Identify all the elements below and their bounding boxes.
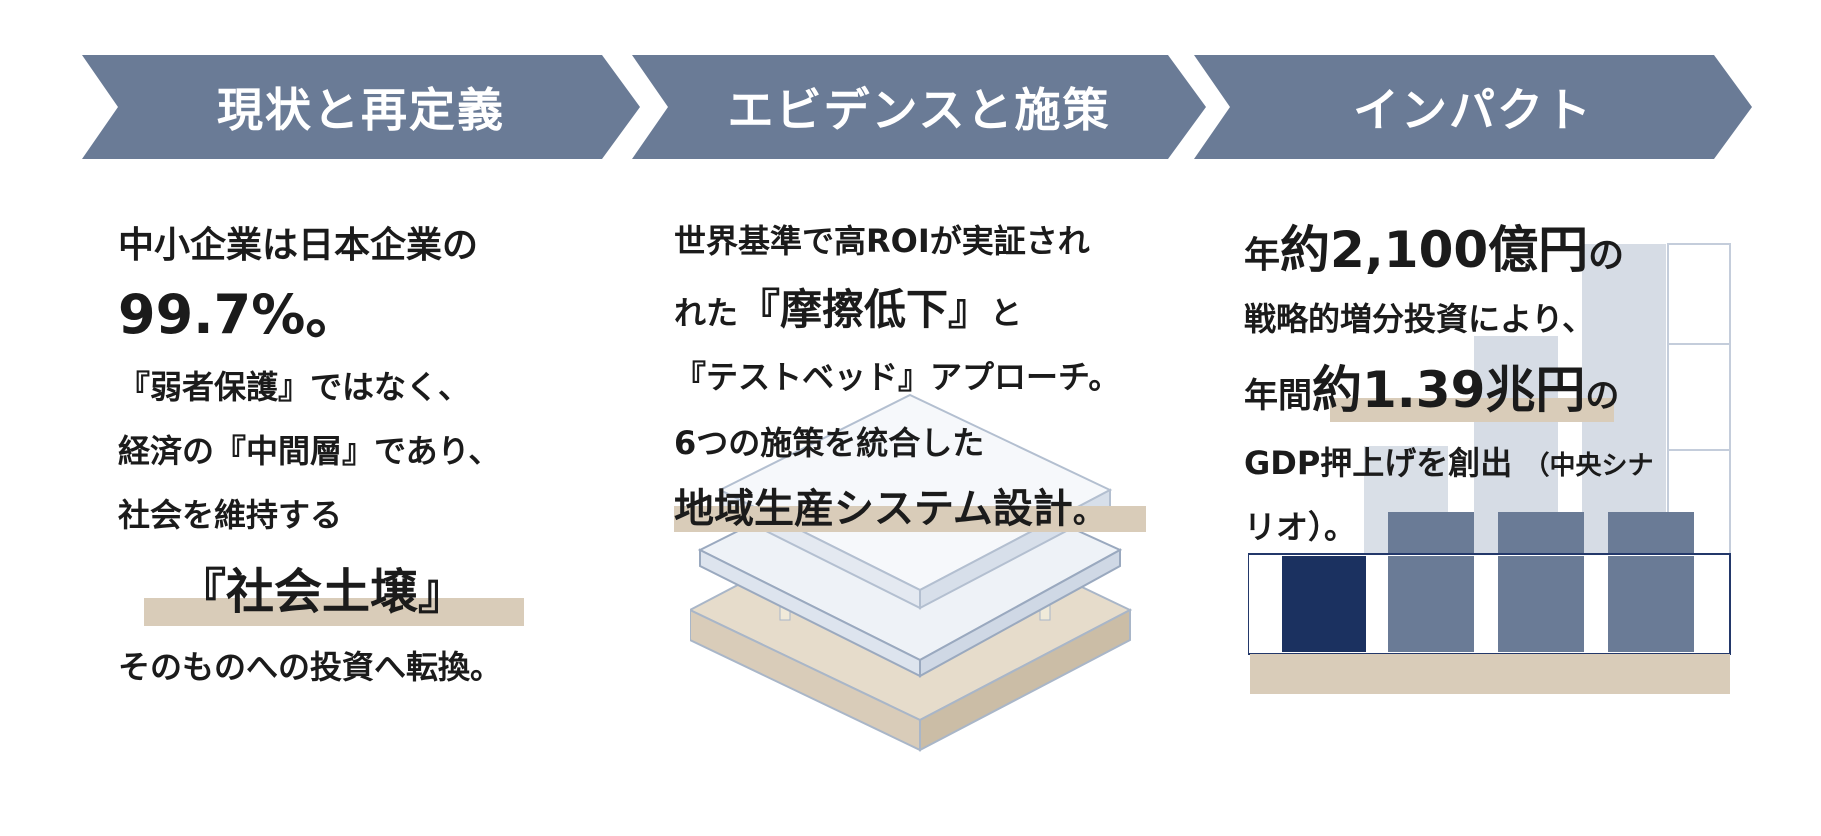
stat-investment: 約2,100億円 [1280, 221, 1589, 279]
highlight-bar [1330, 398, 1614, 422]
text-line: 中小企業は日本企業の [118, 225, 479, 266]
step-header-2: エビデンスと施策 [632, 55, 1206, 159]
text-line: 世界基準で高ROIが実証され [674, 222, 1090, 260]
text-line: 年間約1.39兆円の [1244, 361, 1620, 419]
step-label: 現状と再定義 [217, 83, 505, 137]
highlight-bar [674, 506, 1146, 532]
keyword-friction-reduction: 『摩擦低下』 [738, 285, 991, 334]
keyword-social-soil: 『社会土壌』 [178, 564, 467, 620]
step-header-1: 現状と再定義 [82, 55, 640, 159]
text-line: 経済の『中間層』であり、 [118, 432, 501, 470]
text-line: 『弱者保護』ではなく、 [118, 368, 471, 406]
highlight-bar [144, 598, 524, 626]
text-line: 『テストベッド』アプローチ。 [674, 358, 1121, 396]
stat-gdp: 約1.39兆円 [1312, 361, 1586, 419]
column-impact: 年約2,100億円の 戦略的増分投資により、 年間約1.39兆円の GDP押上げ… [1244, 210, 1764, 550]
text-line: 年約2,100億円の [1244, 221, 1625, 279]
keyword-regional-system: 地域生産システム設計。 [674, 486, 1105, 532]
chevron-shape [1194, 55, 1752, 159]
text-line: 戦略的増分投資により、 [1244, 300, 1595, 338]
stat-99-7: 99.7%。 [118, 283, 360, 346]
bar-chart-illustration [1248, 243, 1731, 694]
text-line: れた『摩擦低下』と [674, 285, 1023, 334]
layered-base-illustration [690, 393, 1133, 752]
chevron-shape [632, 55, 1206, 159]
text-line: リオ）。 [1244, 508, 1357, 546]
text-line: 社会を維持する [118, 496, 343, 534]
text-line: GDP押上げを創出 （中央シナ [1244, 444, 1654, 482]
text-line: 6つの施策を統合した [674, 424, 985, 462]
text-line: そのものへの投資へ転換。 [118, 648, 503, 686]
chevron-shape [82, 55, 640, 159]
column-evidence: 世界基準で高ROIが実証され れた『摩擦低下』と 『テストベッド』アプローチ。 … [674, 210, 1194, 570]
column-current-state: 中小企業は日本企業の 99.7%。 『弱者保護』ではなく、 経済の『中間層』であ… [118, 210, 618, 690]
step-header-3: インパクト [1194, 55, 1752, 159]
step-label: エビデンスと施策 [727, 83, 1111, 137]
step-label: インパクト [1353, 83, 1593, 137]
